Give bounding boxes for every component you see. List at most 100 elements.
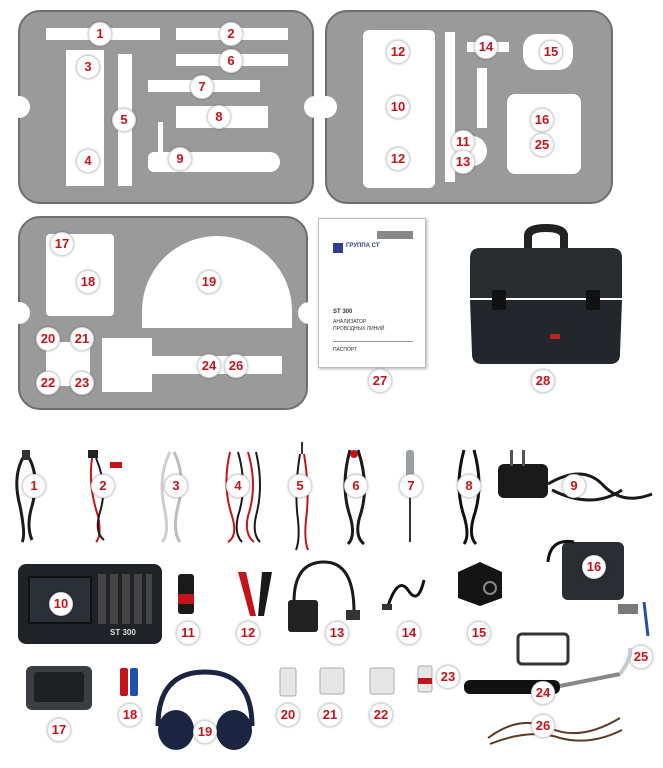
tray-label-12b: 12 (386, 147, 410, 171)
tray-label-3: 3 (76, 55, 100, 79)
component-label-1: 1 (22, 474, 46, 498)
document-label: 27 (368, 369, 392, 393)
earphone-cable (487, 717, 623, 745)
document-rule (333, 341, 413, 342)
remote-module (26, 666, 92, 710)
component-label-11: 11 (176, 621, 200, 645)
case-handle (524, 224, 568, 248)
case-latch (492, 290, 506, 310)
usb-flash-drive (178, 574, 194, 614)
component-label-23: 23 (436, 665, 460, 689)
case-lid (470, 248, 622, 298)
carry-case (470, 224, 622, 364)
tray-label-2: 2 (219, 22, 243, 46)
case-badge (550, 334, 560, 339)
tray-label-20: 20 (36, 327, 60, 351)
tray-label-6: 6 (219, 49, 243, 73)
component-label-9: 9 (562, 474, 586, 498)
tray-label-16: 16 (530, 108, 554, 132)
splitter-adapter (288, 560, 360, 632)
component-label-7: 7 (399, 474, 423, 498)
component-label-19: 19 (193, 720, 217, 744)
tray-notch (298, 302, 320, 324)
probe-cable (295, 442, 309, 551)
rj-splitter-22 (369, 667, 395, 695)
component-label-21: 21 (318, 703, 342, 727)
headphones (155, 669, 255, 750)
document-logo (333, 243, 343, 253)
amplifier-cable (546, 539, 575, 563)
network-cable (160, 451, 183, 544)
slot-24-26-block (102, 338, 152, 392)
component-label-22: 22 (369, 703, 393, 727)
tray-label-15: 15 (539, 40, 563, 64)
tray-notch (8, 96, 30, 118)
black-cable (457, 449, 481, 546)
foam-tray-1 (8, 10, 326, 204)
component-label-17: 17 (47, 718, 71, 742)
tray-label-19: 19 (197, 270, 221, 294)
tray-label-1: 1 (88, 22, 112, 46)
tray-label-23: 23 (70, 371, 94, 395)
tray-label-17: 17 (50, 232, 74, 256)
component-label-14: 14 (397, 621, 421, 645)
case-body (470, 300, 622, 364)
cube-speaker (458, 562, 502, 606)
document-brand: ГРУППА СТ (346, 243, 380, 249)
foam-tray-2 (315, 10, 613, 204)
remote-panel (34, 672, 84, 702)
component-label-5: 5 (288, 474, 312, 498)
component-label-8: 8 (457, 474, 481, 498)
device-keypad (98, 574, 152, 624)
component-label-18: 18 (118, 703, 142, 727)
tray-label-26: 26 (224, 354, 248, 378)
screwdriver-set (618, 601, 650, 637)
tray-label-5: 5 (112, 108, 136, 132)
document-footer: ПАСПОРТ (333, 347, 358, 353)
passport-document: ГРУППА СТ ST 300 АНАЛИЗАТОР ПРОВОДНЫХ ЛИ… (318, 218, 426, 368)
test-leads (225, 451, 261, 543)
component-label-12: 12 (236, 621, 260, 645)
document-line2: ПРОВОДНЫХ ЛИНИЙ (333, 326, 385, 332)
tray-label-14: 14 (474, 35, 498, 59)
document-model: ST 300 (333, 309, 353, 315)
component-label-6: 6 (344, 474, 368, 498)
tray-notch (315, 96, 337, 118)
slot-9-tip (158, 122, 163, 154)
rj-adapter-20 (279, 667, 297, 697)
component-label-15: 15 (467, 621, 491, 645)
tray-label-8: 8 (207, 105, 231, 129)
tray-label-22: 22 (36, 371, 60, 395)
component-label-20: 20 (276, 703, 300, 727)
tray-label-10: 10 (386, 95, 410, 119)
device-model-text: ST 300 (110, 628, 136, 637)
document-line1: АНАЛИЗАТОР (333, 319, 367, 325)
rj-plug-23 (417, 665, 433, 693)
analyzer-device: ST 300 (18, 564, 162, 644)
tray-label-21: 21 (70, 327, 94, 351)
component-label-3: 3 (164, 474, 188, 498)
tray-label-25: 25 (530, 133, 554, 157)
component-label-16: 16 (582, 555, 606, 579)
tray-label-18: 18 (76, 270, 100, 294)
component-label-2: 2 (91, 474, 115, 498)
batteries (120, 668, 138, 696)
case-latch (586, 290, 600, 310)
usb-cable (15, 450, 37, 543)
tray-label-24: 24 (197, 354, 221, 378)
alligator-clips (238, 572, 272, 616)
component-label-24: 24 (531, 681, 555, 705)
tray-notch (8, 302, 30, 324)
device-screen (28, 576, 92, 624)
component-label-26: 26 (531, 714, 555, 738)
foam-tray-3 (8, 216, 320, 410)
component-label-10: 10 (49, 592, 73, 616)
component-label-13: 13 (325, 621, 349, 645)
slot-11 (445, 32, 455, 182)
rj-splitter-21 (319, 667, 345, 695)
component-label-4: 4 (226, 474, 250, 498)
case-label: 28 (531, 369, 555, 393)
tray-label-12a: 12 (386, 40, 410, 64)
slot-16-stem (477, 68, 487, 128)
telescopic-pole (464, 632, 633, 694)
